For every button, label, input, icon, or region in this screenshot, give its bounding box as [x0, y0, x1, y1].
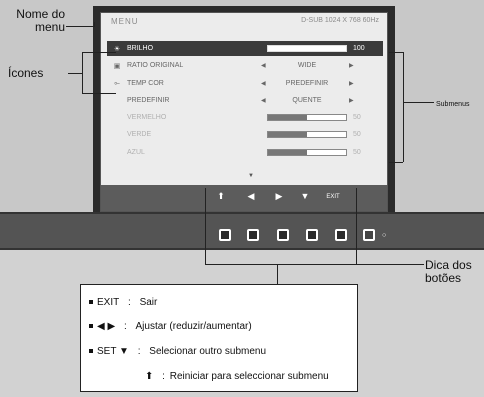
osd-submenu-list: ☀ BRILHO 100 ▣ RATIO ORIGINAL ◀ WIDE ▶ ⟜ TEMP COR… — [107, 41, 383, 162]
osd-row: VERMELHO 50 — [107, 110, 383, 127]
osd-display-mode: D-SUB 1024 X 768 60Hz — [301, 17, 379, 24]
decrease-arrow-icon: ◀ — [261, 80, 266, 87]
osd-hints: ⬆ ◀ ▶ ▼ EXIT — [213, 185, 353, 211]
power-button[interactable] — [363, 229, 375, 241]
decrease-arrow-icon: ◀ — [261, 97, 266, 104]
slider-number: 50 — [353, 114, 361, 122]
callout-icons: Ícones — [8, 66, 44, 80]
value-slider — [267, 131, 347, 139]
legend-description: Reiniciar para seleccionar submenu — [169, 371, 329, 382]
callout-line — [277, 264, 278, 285]
legend-row-exit: EXIT : Sair — [89, 297, 157, 308]
submenu-icon: ⟜ — [114, 79, 120, 87]
submenu-label: PREDEFINIR — [127, 96, 170, 104]
exit-hint: EXIT — [326, 194, 340, 200]
button-legend: EXIT : Sair ◀ ▶ : Ajustar (reduzir/aumen… — [80, 284, 358, 392]
value-slider — [267, 148, 347, 156]
legend-description: Selecionar outro submenu — [149, 346, 267, 357]
increase-arrow-icon: ▶ — [349, 97, 354, 104]
increase-arrow-icon: ▶ — [349, 63, 354, 70]
scroll-down-indicator-icon: ▼ — [248, 173, 254, 179]
callout-line — [68, 73, 82, 74]
left-hint-icon: ◀ — [247, 191, 255, 201]
submenu-label: VERDE — [127, 131, 152, 139]
legend-key: EXIT — [97, 297, 120, 308]
value-slider — [267, 114, 347, 122]
reset-button[interactable] — [219, 229, 231, 241]
submenu-value: QUENTE — [292, 96, 322, 104]
monitor-frame-strip — [0, 212, 484, 250]
bullet-icon — [89, 300, 93, 305]
callout-menu-name: Nome do menu — [16, 7, 65, 34]
slider-number: 100 — [353, 45, 365, 52]
reset-arrow-icon: ⬆ — [145, 371, 154, 382]
submenu-label: TEMP COR — [127, 79, 164, 87]
osd-row[interactable]: PREDEFINIR ◀ QUENTE ▶ — [107, 93, 383, 110]
callout-bracket — [389, 162, 403, 163]
callout-bracket — [389, 52, 403, 53]
submenu-label: VERMELHO — [127, 114, 167, 122]
submenu-label: RATIO ORIGINAL — [127, 62, 184, 70]
set-button[interactable] — [306, 229, 318, 241]
down-hint-icon: ▼ — [300, 191, 310, 201]
callout-bracket — [82, 52, 83, 94]
legend-key: SET ▼ — [97, 346, 129, 357]
osd-row[interactable]: ⟜ TEMP COR ◀ PREDEFINIR ▶ — [107, 76, 383, 93]
slider-number: 50 — [353, 131, 361, 139]
osd-menu: MENU D-SUB 1024 X 768 60Hz ☀ BRILHO 100 ▣ RA… — [100, 12, 388, 212]
callout-bracket — [82, 93, 116, 94]
legend-description: Ajustar (reduzir/aumentar) — [135, 321, 252, 332]
right-button[interactable] — [277, 229, 289, 241]
legend-separator: : — [137, 346, 141, 357]
submenu-icon: ☀ — [113, 46, 121, 53]
callout-line — [94, 22, 95, 27]
callout-bracket — [403, 52, 404, 162]
legend-row-set: SET ▼ : Selecionar outro submenu — [89, 346, 266, 357]
osd-row[interactable]: ▣ RATIO ORIGINAL ◀ WIDE ▶ — [107, 58, 383, 75]
callout-line — [66, 26, 94, 27]
osd-row: VERDE 50 — [107, 127, 383, 144]
callout-line — [403, 102, 434, 103]
osd-row: AZUL 50 — [107, 145, 383, 162]
callout-bracket — [82, 52, 116, 53]
slider-fill — [268, 115, 307, 121]
submenu-value: WIDE — [297, 62, 317, 70]
submenu-label: AZUL — [127, 148, 145, 156]
exit-button[interactable] — [335, 229, 347, 241]
button-bracket — [205, 188, 206, 264]
slider-fill — [268, 149, 307, 155]
decrease-arrow-icon: ◀ — [261, 63, 266, 70]
callout-submenus: Submenus — [436, 101, 470, 108]
callout-line — [356, 264, 424, 265]
bullet-icon — [89, 324, 93, 329]
callout-button-tip: Dica dos botões — [425, 258, 472, 285]
slider-fill — [268, 132, 307, 138]
slider-fill — [268, 46, 346, 51]
value-slider[interactable] — [267, 45, 347, 52]
legend-row-adjust: ◀ ▶ : Ajustar (reduzir/aumentar) — [89, 321, 252, 332]
bullet-icon — [89, 349, 93, 354]
submenu-icon: ▣ — [113, 63, 121, 71]
submenu-value: PREDEFINIR — [285, 79, 329, 87]
legend-description: Sair — [139, 297, 158, 308]
osd-button-hint-bar: ⬆ ◀ ▶ ▼ EXIT — [101, 185, 387, 211]
reset-hint-icon: ⬆ — [217, 191, 225, 201]
slider-number: 50 — [353, 148, 361, 156]
increase-arrow-icon: ▶ — [349, 80, 354, 87]
right-hint-icon: ▶ — [275, 191, 283, 201]
osd-row[interactable]: ☀ BRILHO 100 — [107, 41, 383, 56]
osd-title: MENU — [111, 17, 139, 26]
button-bracket — [356, 188, 357, 264]
left-button[interactable] — [247, 229, 259, 241]
legend-key: ◀ ▶ — [97, 321, 116, 332]
power-led-icon: ○ — [382, 232, 387, 239]
button-bracket — [205, 264, 357, 265]
legend-row-reset: ⬆ : Reiniciar para seleccionar submenu — [145, 371, 329, 382]
legend-separator: : — [162, 371, 165, 382]
legend-separator: : — [128, 297, 131, 308]
submenu-label: BRILHO — [127, 45, 154, 52]
legend-separator: : — [123, 321, 127, 332]
